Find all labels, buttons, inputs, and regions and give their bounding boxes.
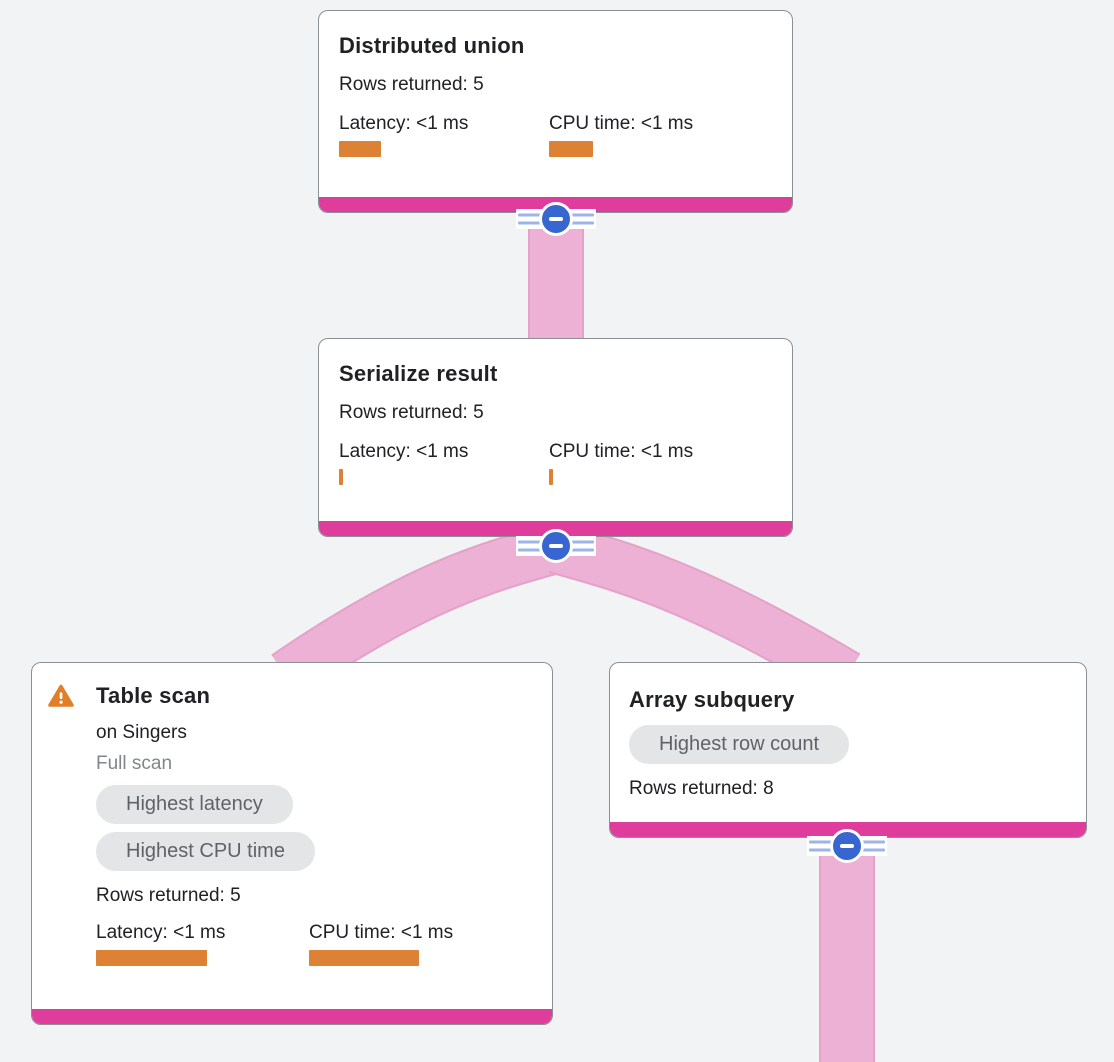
band-lines-left <box>809 840 833 852</box>
cpu-time-bar <box>549 469 553 485</box>
cpu-time-bar <box>309 950 419 966</box>
edge-serialize-to-table-scan <box>272 524 563 696</box>
warning-triangle-icon <box>48 684 74 707</box>
node-title: Table scan <box>96 683 211 708</box>
node-title: Distributed union <box>339 33 525 58</box>
band-lines-left <box>518 213 542 225</box>
node-table-scan[interactable]: Table scan on Singers Full scan Highest … <box>31 662 553 1025</box>
minus-circle-icon <box>539 202 573 236</box>
cpu-time-bar <box>549 141 593 157</box>
node-accent-bar <box>319 521 792 536</box>
scan-type: Full scan <box>96 753 173 774</box>
collapse-serialize-result-button[interactable] <box>516 529 596 563</box>
latency-bar <box>339 469 343 485</box>
rows-returned: Rows returned: 5 <box>339 74 484 95</box>
badge-highest-cpu-time: Highest CPU time <box>96 832 315 871</box>
rows-returned: Rows returned: 5 <box>96 885 241 906</box>
cpu-time-label: CPU time: <1 ms <box>549 113 694 134</box>
edge-array-subquery-to-child <box>819 831 875 1062</box>
collapse-array-subquery-button[interactable] <box>807 829 887 863</box>
node-title: Serialize result <box>339 361 498 386</box>
minus-circle-icon <box>539 529 573 563</box>
latency-bar <box>339 141 381 157</box>
collapse-distributed-union-button[interactable] <box>516 202 596 236</box>
minus-circle-icon <box>830 829 864 863</box>
band-lines-right <box>570 213 594 225</box>
node-serialize-result[interactable]: Serialize result Rows returned: 5 Latenc… <box>318 338 793 537</box>
node-title: Array subquery <box>629 687 795 712</box>
latency-metric: Latency: <1 ms <box>339 441 549 485</box>
node-array-subquery[interactable]: Array subquery Highest row count Rows re… <box>609 662 1087 838</box>
badge-highest-row-count: Highest row count <box>629 725 850 764</box>
cpu-time-label: CPU time: <1 ms <box>549 441 694 462</box>
node-distributed-union[interactable]: Distributed union Rows returned: 5 Laten… <box>318 10 793 213</box>
latency-metric: Latency: <1 ms <box>339 113 549 157</box>
edge-serialize-to-array-subquery <box>549 524 860 697</box>
cpu-time-metric: CPU time: <1 ms <box>309 922 453 966</box>
cpu-time-metric: CPU time: <1 ms <box>549 113 693 157</box>
latency-label: Latency: <1 ms <box>339 441 469 462</box>
cpu-time-metric: CPU time: <1 ms <box>549 441 693 485</box>
badge-highest-latency: Highest latency <box>96 785 293 824</box>
scan-target: on Singers <box>96 722 187 743</box>
latency-bar <box>96 950 207 966</box>
node-accent-bar <box>32 1009 552 1024</box>
cpu-time-label: CPU time: <1 ms <box>309 922 454 943</box>
latency-label: Latency: <1 ms <box>96 922 226 943</box>
band-lines-right <box>570 540 594 552</box>
latency-label: Latency: <1 ms <box>339 113 469 134</box>
rows-returned: Rows returned: 8 <box>629 778 774 799</box>
band-lines-right <box>861 840 885 852</box>
rows-returned: Rows returned: 5 <box>339 402 484 423</box>
latency-metric: Latency: <1 ms <box>96 922 309 966</box>
band-lines-left <box>518 540 542 552</box>
